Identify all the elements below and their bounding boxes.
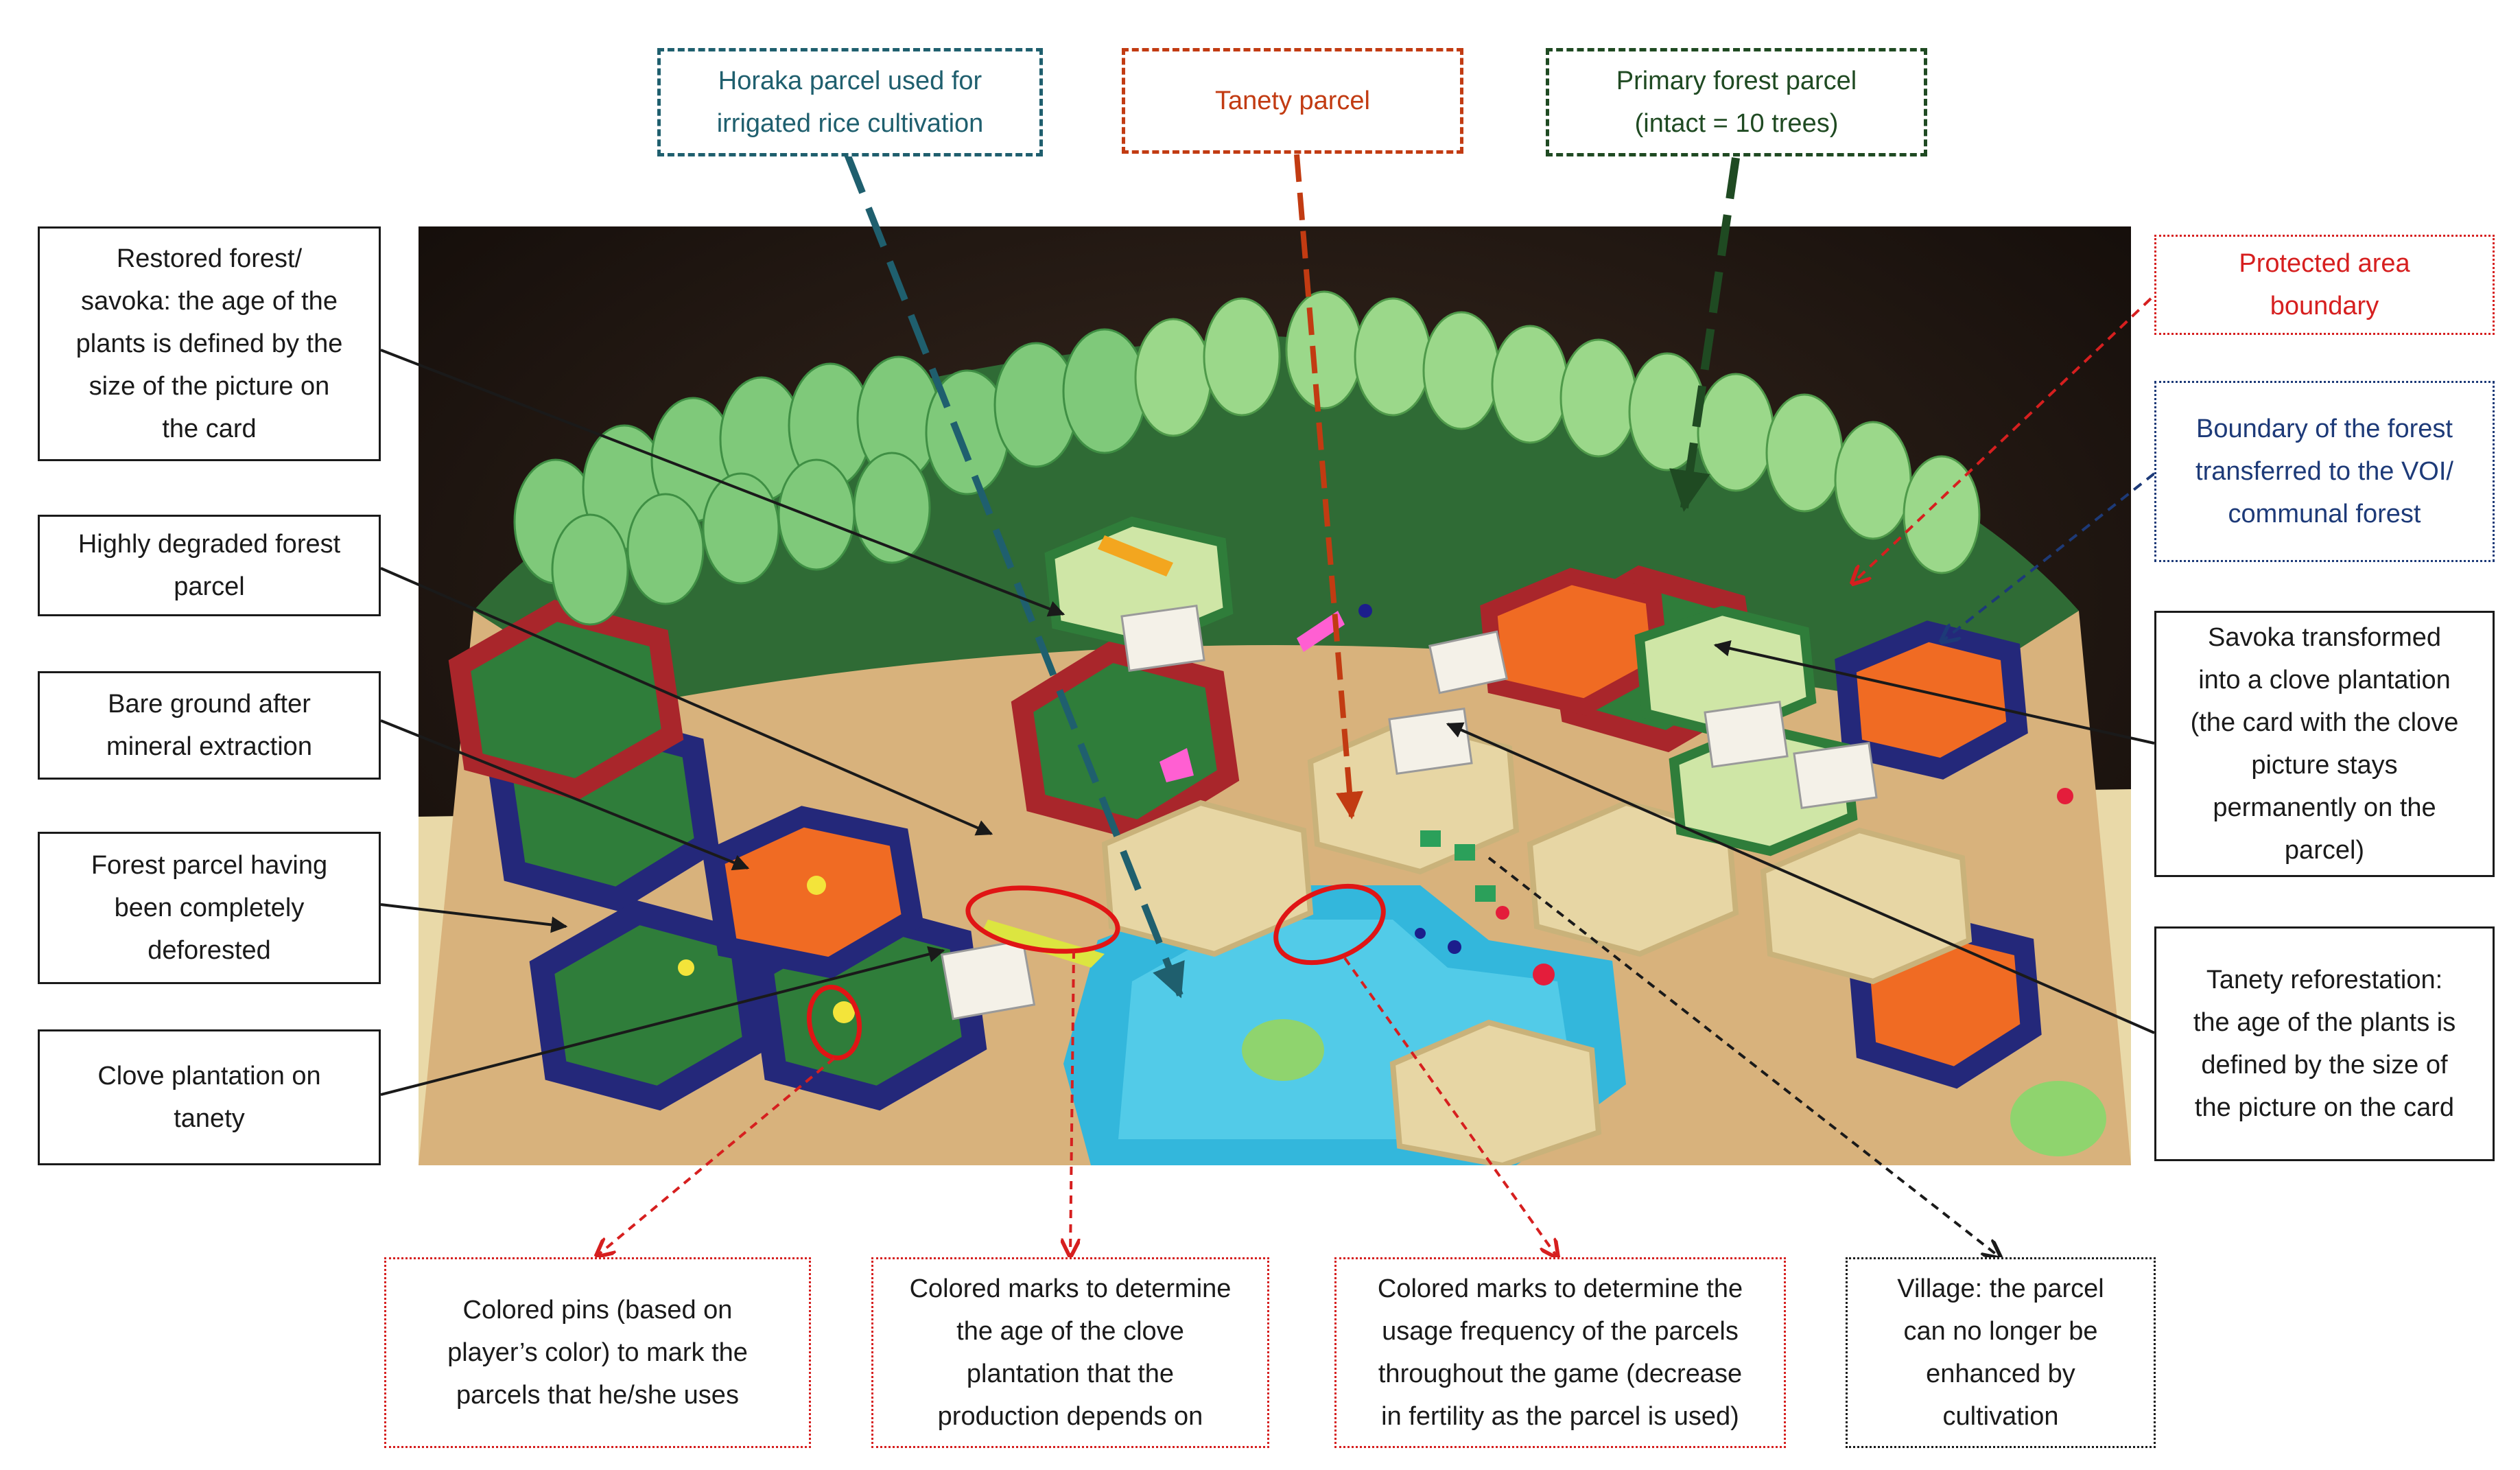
label-marks-clove-age: Colored marks to determine the age of th… xyxy=(871,1257,1269,1448)
label-tanety-reforestation: Tanety reforestation: the age of the pla… xyxy=(2154,926,2495,1161)
label-voi-forest-boundary: Boundary of the forest transferred to th… xyxy=(2154,381,2495,562)
label-protected-area-boundary: Protected area boundary xyxy=(2154,235,2495,335)
label-marks-usage-frequency: Colored marks to determine the usage fre… xyxy=(1334,1257,1786,1448)
label-clove-plantation-tanety: Clove plantation on tanety xyxy=(38,1029,381,1165)
label-primary-forest-parcel: Primary forest parcel (intact = 10 trees… xyxy=(1546,48,1927,156)
label-savoka-clove-plantation: Savoka transformed into a clove plantati… xyxy=(2154,611,2495,877)
board-game-photo xyxy=(419,226,2131,1165)
label-village: Village: the parcel can no longer be enh… xyxy=(1846,1257,2156,1448)
label-highly-degraded-forest: Highly degraded forest parcel xyxy=(38,515,381,616)
label-colored-pins: Colored pins (based on player’s color) t… xyxy=(384,1257,811,1448)
label-bare-ground: Bare ground after mineral extraction xyxy=(38,671,381,780)
label-restored-forest-savoka: Restored forest/ savoka: the age of the … xyxy=(38,226,381,461)
label-horaka-parcel: Horaka parcel used for irrigated rice cu… xyxy=(657,48,1043,156)
board-illustration xyxy=(419,226,2131,1165)
label-tanety-parcel: Tanety parcel xyxy=(1122,48,1463,154)
label-completely-deforested: Forest parcel having been completely def… xyxy=(38,832,381,984)
